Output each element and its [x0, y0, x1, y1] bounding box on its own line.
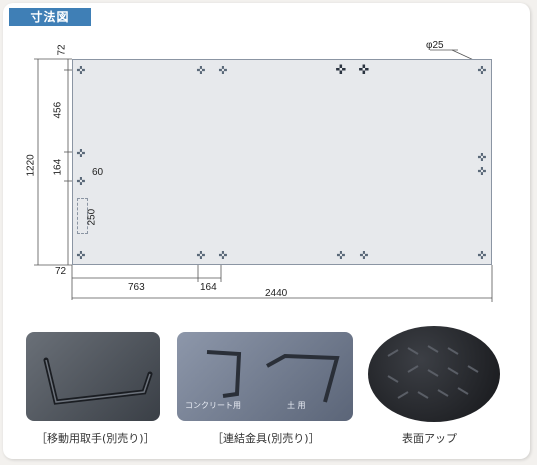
connector-image — [206, 350, 340, 403]
hole-icon: ✜ — [196, 249, 206, 262]
dim-763: 763 — [128, 282, 145, 293]
dim-total-width: 2440 — [265, 288, 288, 299]
slot-marker — [77, 198, 88, 234]
dim-margin-bottom: 72 — [55, 266, 67, 277]
surface-texture — [387, 345, 479, 399]
hole-icon: ✜ — [196, 64, 206, 77]
hole-icon: ✜ — [336, 249, 346, 262]
connector-photo: コンクリート用 土 用 — [177, 332, 353, 421]
dim-total-height: 1220 — [25, 154, 37, 177]
section-title-tag: 寸法図 — [9, 8, 91, 26]
hole-icon: ✜ — [477, 249, 487, 262]
dim-164-horizontal: 164 — [200, 282, 217, 293]
dim-60: 60 — [92, 167, 104, 178]
hole-icon: ✜ — [76, 249, 86, 262]
concrete-label: コンクリート用 — [185, 401, 241, 410]
soil-label: 土 用 — [287, 401, 306, 410]
dim-250: 250 — [86, 208, 98, 226]
handle-caption: ［移動用取手(別売り)］ — [36, 432, 155, 445]
diameter-label: φ25 — [426, 40, 444, 51]
surface-photo — [368, 326, 500, 422]
hole-icon: ✜ — [358, 63, 370, 78]
hole-icon: ✜ — [477, 165, 487, 178]
dim-164-vertical: 164 — [52, 158, 64, 176]
dim-margin-top: 72 — [56, 44, 68, 56]
hole-icon: ✜ — [335, 63, 347, 78]
connector-caption: ［連結金具(別売り)］ — [212, 432, 320, 445]
hole-icon: ✜ — [76, 175, 86, 188]
handle-image — [43, 357, 153, 405]
surface-caption: 表面アップ — [402, 432, 457, 445]
hole-icon: ✜ — [218, 64, 228, 77]
hole-icon: ✜ — [477, 64, 487, 77]
hole-icon: ✜ — [359, 249, 369, 262]
dim-456: 456 — [52, 101, 64, 119]
hole-icon: ✜ — [76, 147, 86, 160]
board-drawing: ✜ ✜ ✜ ✜ ✜ ✜ ✜ ✜ ✜ ✜ ✜ ✜ ✜ ✜ ✜ ✜ — [72, 59, 492, 265]
hole-icon: ✜ — [76, 64, 86, 77]
hole-icon: ✜ — [218, 249, 228, 262]
hole-icon: ✜ — [477, 151, 487, 164]
handle-photo — [26, 332, 160, 421]
